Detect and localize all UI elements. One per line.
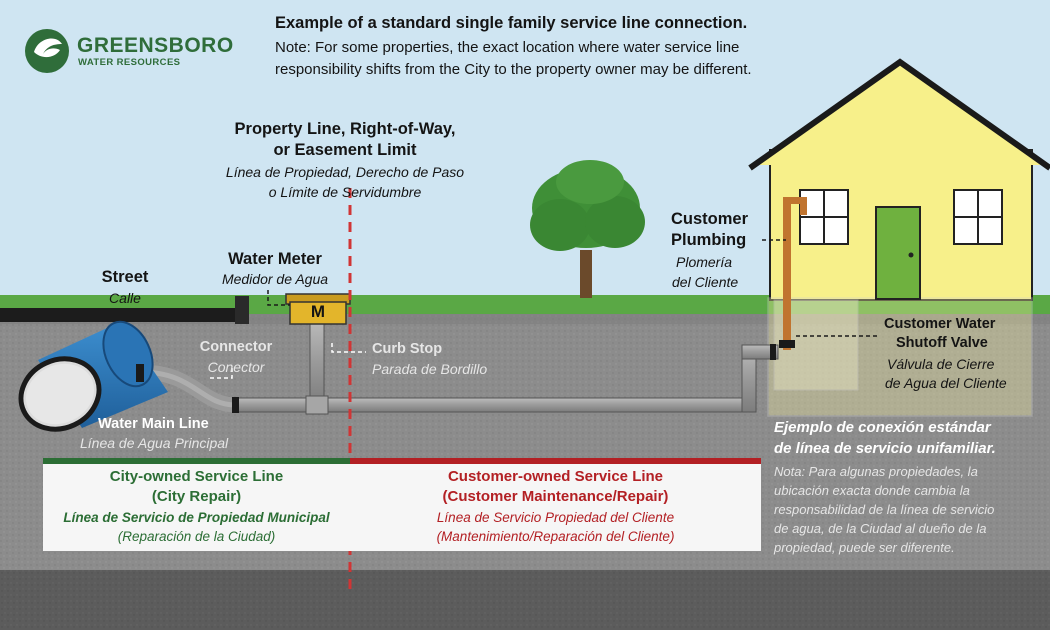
property-line-label-en1: Property Line, Right-of-Way, [234, 120, 456, 138]
property-line-label-es1: Línea de Propiedad, Derecho de Paso [225, 164, 465, 180]
tree [530, 160, 645, 298]
city-line-label-es1: Línea de Servicio de Propiedad Municipal [63, 510, 330, 525]
customer-line-label-es1: Línea de Servicio Propiedad del Cliente [436, 510, 675, 525]
street-label-es: Calle [109, 290, 141, 306]
spanish-note-body5: propiedad, puede ser diferente. [774, 540, 955, 555]
customer-plumbing-label-es1: Plomería [676, 254, 733, 270]
shutoff-valve-label-en1: Customer Water [884, 316, 996, 332]
curb-stop-leader [331, 343, 366, 353]
customer-plumbing-label-en1: Customer [671, 210, 749, 228]
water-main-pipe [18, 320, 168, 432]
water-meter-label-es: Medidor de Agua [221, 271, 329, 287]
customer-line-label-en2: (Customer Maintenance/Repair) [442, 488, 669, 505]
greensboro-leaf-logo-icon [25, 29, 69, 73]
street-surface [0, 308, 242, 322]
customer-plumbing-label-en2: Plumbing [671, 231, 747, 249]
customer-line-label-en1: Customer-owned Service Line [447, 468, 664, 485]
header-note-line2: responsibility shifts from the City to t… [275, 61, 752, 78]
shutoff-valve [779, 340, 795, 348]
city-line-bar [43, 458, 350, 464]
connector-leader [210, 368, 233, 379]
spanish-note-body1: Nota: Para algunas propiedades, la [774, 464, 978, 479]
city-line-label-es2: (Reparación de la Ciudad) [117, 529, 276, 544]
water-meter-symbol: M [310, 302, 326, 321]
customer-line-label-es2: (Mantenimiento/Reparación del Cliente) [436, 529, 675, 544]
shutoff-valve-label-en2: Shutoff Valve [896, 335, 988, 351]
spanish-note-title1: Ejemplo de conexión estándar [774, 419, 991, 436]
city-line-label-en2: (City Repair) [151, 488, 242, 505]
connector-label-es: Conector [207, 359, 265, 375]
soil-shadow-band [0, 314, 1050, 324]
house [748, 58, 1050, 417]
curb-stop-fitting [305, 395, 329, 415]
shutoff-valve-label-es2: de Agua del Cliente [885, 375, 1007, 391]
logo-subtitle: WATER RESOURCES [78, 57, 181, 68]
logo-name: GREENSBORO [77, 34, 234, 57]
water-meter-label-en: Water Meter [228, 250, 322, 268]
header-note-line1: Note: For some properties, the exact loc… [275, 39, 740, 56]
city-line-label-en1: City-owned Service Line [109, 468, 284, 485]
customer-plumbing-pipe [783, 197, 807, 350]
shutoff-valve-label-es1: Válvula de Cierre [887, 356, 995, 372]
customer-line-bar [350, 458, 761, 464]
curb-stop-label-en: Curb Stop [372, 341, 443, 357]
spanish-note-body2: ubicación exacta donde cambia la [774, 483, 970, 498]
curb [235, 296, 249, 324]
spanish-note-body3: responsabilidad de la línea de servicio [774, 502, 995, 517]
property-line-label-es2: o Límite de Servidumbre [268, 184, 422, 200]
water-main-label-en: Water Main Line [98, 416, 209, 432]
curb-stop-label-es: Parada de Bordillo [372, 361, 488, 377]
spanish-note-title2: de línea de servicio unifamiliar. [774, 440, 996, 457]
header-title: Example of a standard single family serv… [275, 14, 748, 32]
legend-box [43, 461, 761, 551]
house-entry-fitting [770, 344, 776, 360]
spanish-note-body4: de agua, de la Ciudad al dueño de la [774, 521, 987, 536]
customer-plumbing-label-es2: del Cliente [672, 274, 739, 290]
property-line-label-en2: or Easement Limit [273, 141, 417, 159]
water-main-label-es: Línea de Agua Principal [80, 435, 229, 451]
water-meter-leader [267, 290, 290, 306]
connector-fitting [232, 397, 239, 413]
connector-label-en: Connector [199, 339, 273, 355]
street-label-en: Street [101, 268, 149, 286]
deep-ground [0, 570, 1050, 630]
